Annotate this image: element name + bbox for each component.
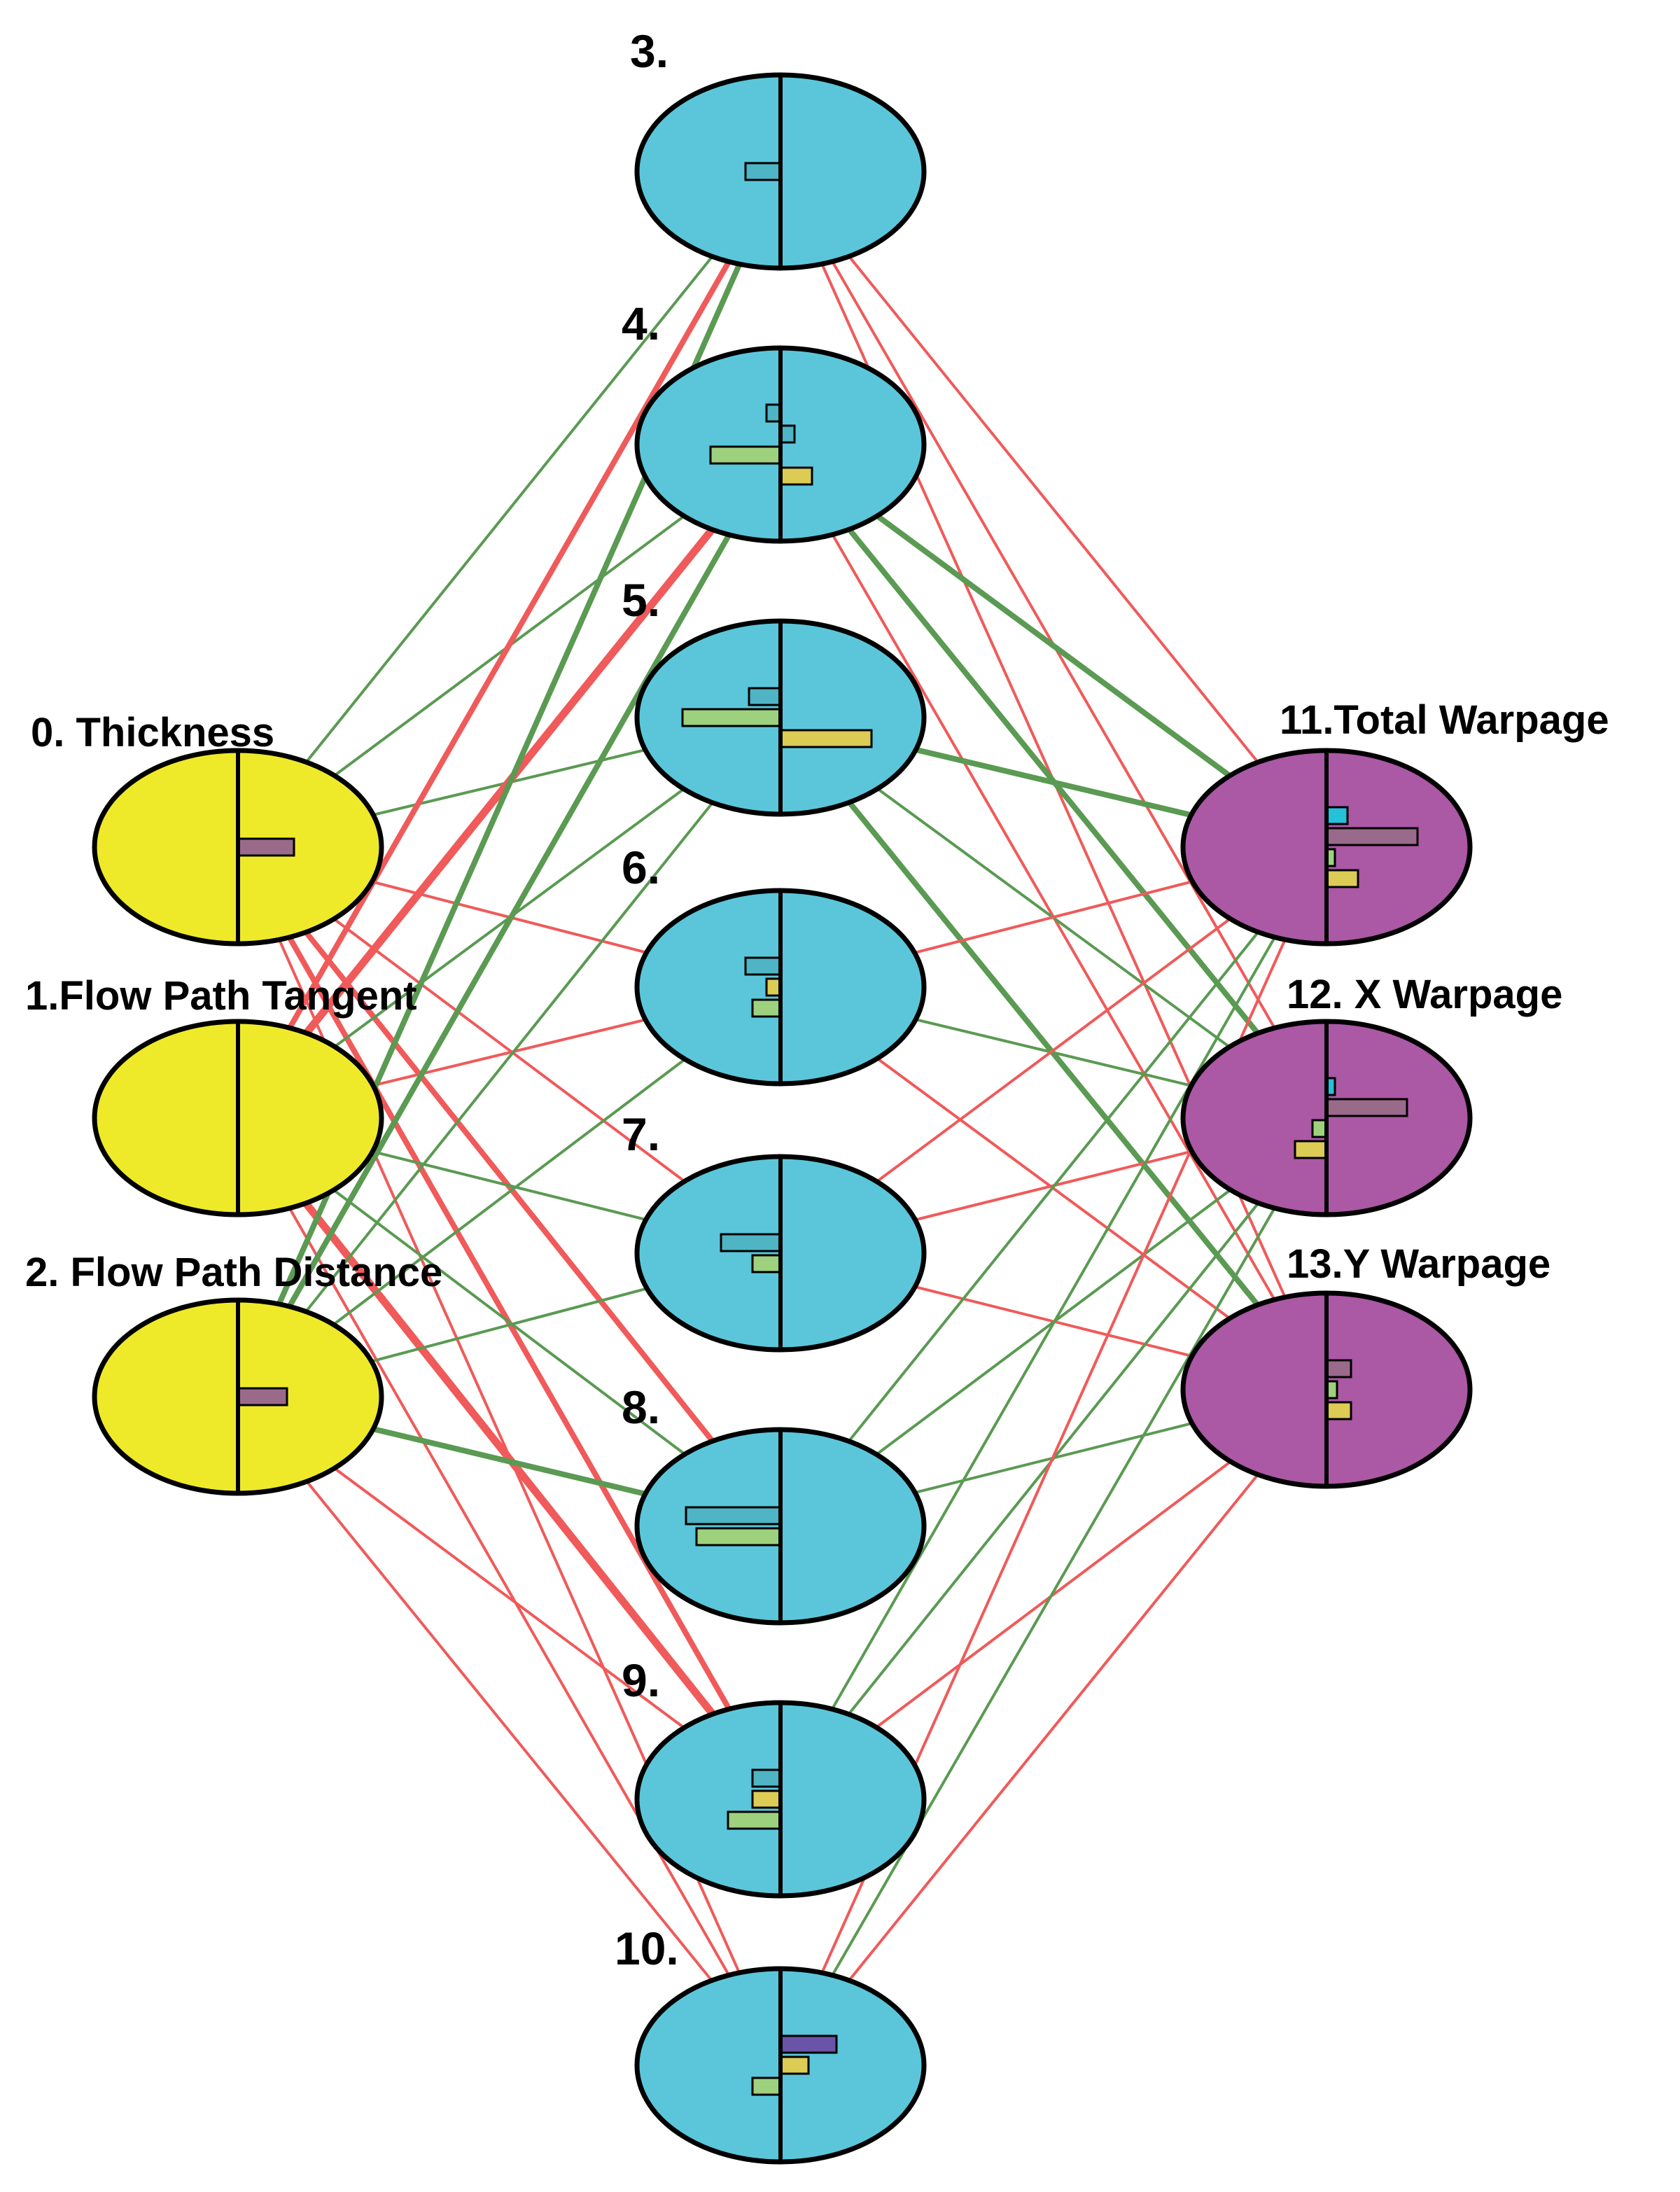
node-13-bar-0: [1325, 1359, 1352, 1378]
node-8-bar-1: [695, 1527, 782, 1547]
edge-0-to-3: [299, 248, 720, 771]
node-5-bar-0: [748, 687, 782, 706]
edge-10-to-12: [827, 1199, 1280, 1984]
edge-2-to-7: [359, 1284, 659, 1366]
node-3-label: 3.: [630, 25, 668, 77]
node-5-bar-2: [779, 729, 873, 748]
node-9-bar-1: [751, 1789, 782, 1809]
edge-2-to-4: [282, 524, 736, 1317]
node-11-bar-0: [1325, 806, 1349, 825]
node-8-label: 8.: [622, 1381, 660, 1433]
edge-9-to-11: [826, 928, 1281, 1718]
node-12: 12. X Warpage: [1180, 972, 1562, 1217]
node-7-bar-0: [720, 1233, 782, 1252]
node-11-bar-1: [1325, 827, 1419, 846]
edge-1-to-7: [360, 1147, 659, 1224]
edge-2-to-5: [299, 794, 720, 1320]
node-2: 2. Flow Path Distance: [25, 1250, 442, 1496]
edges-layer: [272, 248, 1290, 1989]
node-6-bar-2: [751, 998, 782, 1018]
node-2-bar-0: [237, 1387, 288, 1406]
edge-4-to-11: [867, 507, 1240, 785]
node-7-label: 7.: [622, 1108, 660, 1160]
node-11-label: 11.Total Warpage: [1280, 697, 1609, 743]
nodes-layer: 0. Thickness 1.Flow Path Tangent 2. Flow P…: [25, 25, 1609, 2165]
edge-8-to-11: [841, 923, 1266, 1450]
node-9-bar-0: [751, 1768, 782, 1788]
edge-6-to-12: [903, 1015, 1204, 1090]
node-1-label: 1.Flow Path Tangent: [25, 973, 417, 1019]
node-7: 7.: [622, 1108, 927, 1353]
node-8: 8.: [622, 1381, 927, 1626]
node-5: 5.: [622, 574, 927, 817]
edge-1-to-8: [324, 1182, 694, 1462]
node-4: 4.: [622, 298, 927, 544]
edge-2-to-6: [324, 1052, 694, 1332]
edge-1-to-3: [282, 251, 736, 1038]
node-1: 1.Flow Path Tangent: [25, 973, 417, 1217]
node-0-bar-0: [237, 837, 295, 857]
node-0: 0. Thickness: [31, 710, 384, 947]
node-4-label: 4.: [622, 298, 660, 349]
node-6-bar-0: [744, 956, 782, 976]
node-6-label: 6.: [622, 842, 660, 893]
node-10: 10.: [615, 1922, 927, 2165]
node-4-bar-3: [779, 466, 813, 486]
node-9-bar-2: [727, 1810, 782, 1830]
edge-2-to-9: [325, 1461, 694, 1735]
edge-7-to-11: [867, 912, 1240, 1189]
node-8-bar-0: [685, 1506, 782, 1526]
node-10-label: 10.: [615, 1922, 679, 1974]
node-4-bar-2: [709, 445, 782, 465]
edge-2-to-8: [359, 1423, 659, 1500]
edge-3-to-11: [842, 248, 1265, 771]
node-10-bar-0: [779, 2034, 838, 2054]
node-5-bar-1: [681, 708, 782, 727]
node-7-bar-1: [751, 1254, 782, 1273]
node-9: 9.: [622, 1654, 927, 1899]
node-12-label: 12. X Warpage: [1287, 972, 1562, 1017]
node-9-label: 9.: [622, 1654, 660, 1706]
edge-6-to-11: [902, 877, 1205, 957]
edge-1-to-6: [360, 1015, 658, 1090]
edge-10-to-13: [842, 1466, 1265, 1989]
node-6: 6.: [622, 842, 927, 1087]
edge-0-to-7: [325, 912, 694, 1189]
node-12-bar-1: [1325, 1098, 1408, 1117]
node-12-bar-3: [1294, 1140, 1328, 1159]
node-3: 3.: [630, 25, 927, 271]
node-5-label: 5.: [622, 574, 660, 626]
node-13-bar-2: [1325, 1401, 1352, 1420]
node-3-bar-0: [744, 162, 782, 181]
node-11-bar-3: [1325, 869, 1359, 888]
node-13: 13.Y Warpage: [1180, 1241, 1550, 1489]
edge-2-to-10: [300, 1473, 719, 1989]
node-0-label: 0. Thickness: [31, 710, 274, 755]
node-10-bar-2: [751, 2076, 782, 2096]
node-10-bar-1: [779, 2055, 810, 2075]
node-2-label: 2. Flow Path Distance: [25, 1250, 442, 1295]
edge-5-to-11: [902, 744, 1205, 821]
node-11: 11.Total Warpage: [1180, 697, 1609, 947]
node-13-label: 13.Y Warpage: [1287, 1241, 1550, 1287]
